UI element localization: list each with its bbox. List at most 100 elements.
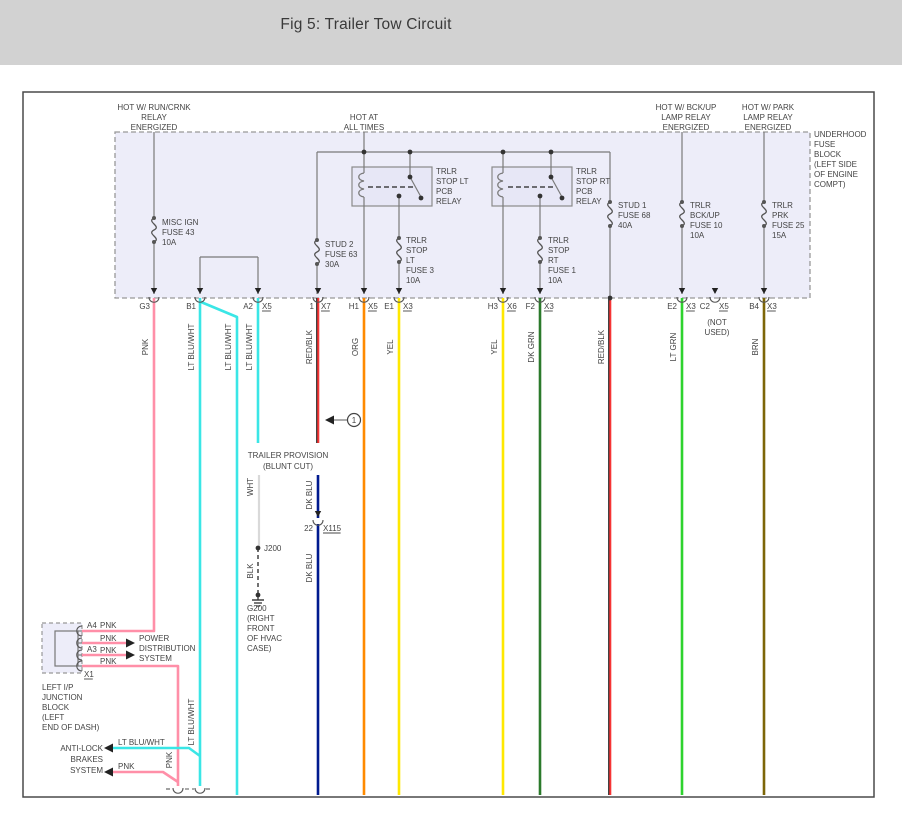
fuse-stud2-63-bottom-dot — [315, 262, 319, 266]
connector-h3-x6 — [497, 296, 509, 303]
label-wire-wht: WHT — [246, 478, 255, 496]
connector-a2-x5 — [252, 296, 264, 303]
pin-a4 — [76, 625, 83, 637]
label-ip-junction-block: LEFT I/P — [42, 683, 73, 692]
arrow-abs-ltbluwht — [104, 743, 113, 753]
label-pin-h1: H1 — [349, 302, 360, 311]
fuse-trlr-prk-25 — [761, 201, 767, 227]
diagram-text: DISTRIBUTION — [139, 644, 196, 653]
label-pin-22: 22 — [304, 524, 313, 533]
diagram-text: RELAY — [141, 113, 167, 122]
label-trailer-provision: TRAILER PROVISION — [248, 451, 329, 460]
fuse-trlr-stop-rt-1-top-dot — [538, 236, 542, 240]
connector-bottom-ltbluwht — [194, 787, 206, 794]
arrow-power-dist-2 — [126, 650, 135, 660]
ip-junction-bus-bar — [54, 630, 79, 667]
arrow-into-x115 — [314, 511, 322, 517]
arrow-into-g3 — [150, 288, 158, 294]
label-underhood-fuse-block: UNDERHOOD — [814, 130, 867, 139]
diagram-text: 40A — [618, 221, 633, 230]
diagram-text: (RIGHT — [247, 614, 275, 623]
fuse-stud1-68-bottom-dot — [608, 224, 612, 228]
diagram-text: PCB — [436, 187, 452, 196]
diagram-text: ENERGIZED — [663, 123, 710, 132]
connector-b1 — [194, 296, 206, 303]
label-fuse-stud2: STUD 2 — [325, 240, 354, 249]
diagram-text: 15A — [772, 231, 787, 240]
diagram-text: OF ENGINE — [814, 170, 858, 179]
label-wire-dkblu-1: DK BLU — [305, 480, 314, 509]
diagram-text: ENERGIZED — [131, 123, 178, 132]
diagram-text: STOP — [406, 246, 428, 255]
label-wire-ltbluwht-3: LT BLU/WHT — [245, 323, 254, 370]
label-conn-x6: X6 — [507, 302, 517, 311]
fuse-trlr-prk-25-top-dot — [762, 200, 766, 204]
label-not-used: (NOT — [707, 318, 727, 327]
label-pin-a4: A4 — [87, 621, 97, 630]
label-pin-g3: G3 — [139, 302, 150, 311]
fuse-trlr-bckup-10 — [679, 201, 685, 227]
arrow-into-x7 — [314, 288, 322, 294]
arrow-into-f2 — [536, 288, 544, 294]
diagram-text: RT — [548, 256, 559, 265]
label-wire-ltbluwht-abs: LT BLU/WHT — [118, 738, 165, 747]
switch-blade-lt — [409, 176, 422, 198]
label-conn-x1: X1 — [84, 670, 94, 679]
diagram-text: FUSE 43 — [162, 228, 195, 237]
label-conn-x5-a2: X5 — [262, 302, 272, 311]
diagram-text: ENERGIZED — [745, 123, 792, 132]
label-wire-pnk-v: PNK — [165, 751, 174, 768]
diagram-text: FUSE 1 — [548, 266, 577, 275]
label-wire-blk: BLK — [246, 563, 255, 579]
fuse-misc-ign-43-top-dot — [152, 216, 156, 220]
label-fuse-stud1: STUD 1 — [618, 201, 647, 210]
callout-1-label: 1 — [352, 416, 357, 425]
diagram-text: STOP RT — [576, 177, 610, 186]
diagram-text: RELAY — [576, 197, 602, 206]
label-wire-brn: BRN — [751, 338, 760, 355]
wire-pnk-pin4 — [82, 664, 180, 786]
fuse-trlr-bckup-10-top-dot — [680, 200, 684, 204]
figure-title: Fig 5: Trailer Tow Circuit — [280, 16, 452, 33]
diagram-text: STOP — [548, 246, 570, 255]
label-wire-pnk-a3: PNK — [100, 646, 117, 655]
junction-bus-switch-lt — [407, 149, 413, 155]
fuse-stud2-63 — [314, 239, 320, 265]
label-pin-b1: B1 — [186, 302, 196, 311]
diagram-text: PRK — [772, 211, 789, 220]
fuse-misc-ign-43 — [151, 217, 157, 243]
label-wire-ltbluwht-1: LT BLU/WHT — [187, 323, 196, 370]
diagram-text: 10A — [690, 231, 705, 240]
diagram-text: LAMP RELAY — [743, 113, 793, 122]
label-fuse-misc-ign: MISC IGN — [162, 218, 199, 227]
label-relay-stop-lt: TRLR — [436, 167, 457, 176]
label-conn-x5-c2: X5 — [719, 302, 729, 311]
pin-a3 — [76, 649, 83, 661]
diagram-text: SYSTEM — [139, 654, 172, 663]
diagram-text: (LEFT — [42, 713, 64, 722]
diagram-text: JUNCTION — [42, 693, 83, 702]
connector-b4-x3 — [758, 296, 770, 303]
label-conn-x3-b4: X3 — [767, 302, 777, 311]
label-wire-pnk-4: PNK — [100, 657, 117, 666]
relay-rt-contact — [559, 195, 565, 201]
label-wire-redblk-1: RED/BLK — [305, 329, 314, 364]
diagram-text: BLOCK — [42, 703, 70, 712]
label-fuse-prk: TRLR — [772, 201, 793, 210]
diagram-text: FUSE 63 — [325, 250, 358, 259]
label-conn-x5-h1: X5 — [368, 302, 378, 311]
junction-stud1-pass — [607, 295, 613, 301]
label-pin-b4: B4 — [749, 302, 759, 311]
connector-c2-x5 — [709, 296, 721, 303]
diagram-text: BRAKES — [71, 755, 103, 764]
connector-e2-x3 — [676, 296, 688, 303]
diagram-text: RELAY — [436, 197, 462, 206]
label-pin-e2: E2 — [667, 302, 677, 311]
label-wire-yel-1: YEL — [386, 339, 395, 355]
fuse-misc-ign-43-bottom-dot — [152, 240, 156, 244]
diagram-text: 10A — [406, 276, 421, 285]
diagram-text: BCK/UP — [690, 211, 720, 220]
arrow-power-dist-1 — [126, 638, 135, 648]
label-wire-ltbluwht-v: LT BLU/WHT — [187, 698, 196, 745]
